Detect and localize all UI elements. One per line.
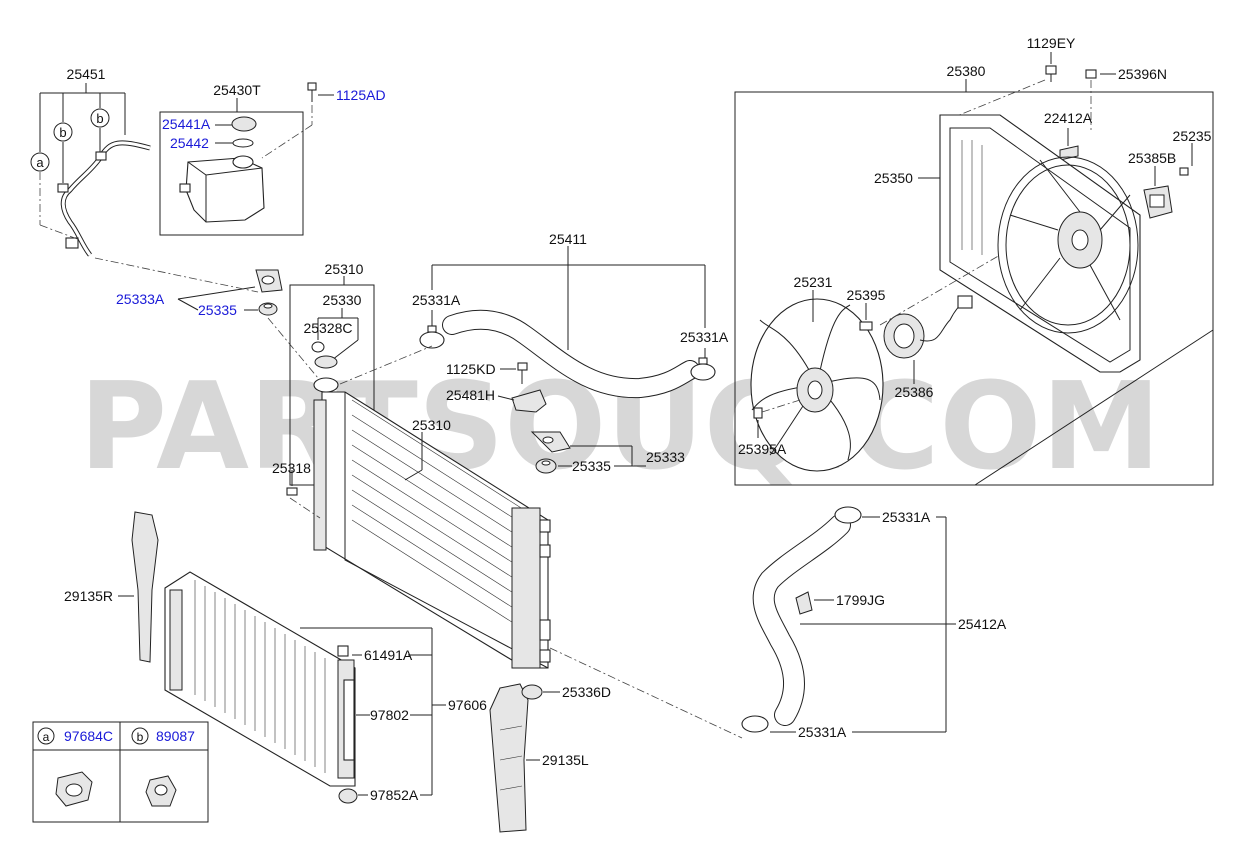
callout-a-marker: a <box>30 152 50 172</box>
clip-89087-icon <box>145 775 177 807</box>
hose-clamp-25331A-left[interactable] <box>419 325 445 349</box>
label-25331A-right[interactable]: 25331A <box>680 329 729 345</box>
bracket-61491A[interactable] <box>337 645 349 657</box>
label-25385B[interactable]: 25385B <box>1128 150 1176 166</box>
clip-1799JG[interactable] <box>795 591 813 615</box>
drain-plug-25318[interactable] <box>286 487 298 496</box>
screw-25235[interactable] <box>1179 167 1189 176</box>
label-25336D[interactable]: 25336D <box>562 684 611 700</box>
radiator-cap-25330[interactable] <box>314 355 338 369</box>
label-25318[interactable]: 25318 <box>272 460 311 476</box>
label-25396N[interactable]: 25396N <box>1118 66 1167 82</box>
label-25235[interactable]: 25235 <box>1173 128 1212 144</box>
callout-b-text-1: b <box>59 125 66 140</box>
label-25335-mid[interactable]: 25335 <box>572 458 611 474</box>
receiver-drier-97802[interactable] <box>343 679 355 761</box>
fan-shroud-25350[interactable] <box>939 114 1141 373</box>
clip-25396N[interactable] <box>1085 69 1097 79</box>
legend-a-part[interactable]: 97684C <box>64 728 113 744</box>
screw-25395A[interactable] <box>753 407 763 419</box>
label-29135L[interactable]: 29135L <box>542 752 589 768</box>
label-25395[interactable]: 25395 <box>847 287 886 303</box>
label-61491A[interactable]: 61491A <box>364 647 413 663</box>
label-25350[interactable]: 25350 <box>874 170 913 186</box>
label-25442[interactable]: 25442 <box>170 135 209 151</box>
bolt-1125AD[interactable] <box>307 82 317 102</box>
cap-seal-25442[interactable] <box>232 138 254 148</box>
label-25451[interactable]: 25451 <box>67 66 106 82</box>
label-25331A-low-top[interactable]: 25331A <box>882 509 931 525</box>
bracket-25481H[interactable] <box>511 389 547 413</box>
label-29135R[interactable]: 29135R <box>64 588 113 604</box>
reservoir-frame <box>159 111 304 236</box>
label-1125AD[interactable]: 1125AD <box>336 87 386 103</box>
hose-clamp-25331A-right[interactable] <box>690 357 716 381</box>
screw-25395[interactable] <box>859 321 873 331</box>
label-25441A[interactable]: 25441A <box>162 116 211 132</box>
reservoir-cap-25441A[interactable] <box>231 116 257 132</box>
air-guard-29135L[interactable] <box>489 683 529 833</box>
label-25380[interactable]: 25380 <box>947 63 986 79</box>
fan-blade-25231[interactable] <box>750 298 884 472</box>
insulator-25336D[interactable] <box>521 684 543 700</box>
label-25331A-left[interactable]: 25331A <box>412 292 461 308</box>
label-25310-top[interactable]: 25310 <box>325 261 364 277</box>
filler-neck <box>313 377 339 393</box>
hose-assembly-25451[interactable] <box>57 140 151 257</box>
label-97606[interactable]: 97606 <box>448 697 487 713</box>
callout-a-text: a <box>36 155 44 170</box>
bolt-1129EY[interactable] <box>1045 65 1057 82</box>
callout-b-text-2: b <box>96 111 103 126</box>
legend-table <box>32 721 209 823</box>
label-25412A[interactable]: 25412A <box>958 616 1007 632</box>
label-1799JG[interactable]: 1799JG <box>836 592 885 608</box>
radiator-25310[interactable] <box>313 391 551 669</box>
oring-25328C[interactable] <box>311 341 325 353</box>
label-25331A-low-bot[interactable]: 25331A <box>798 724 847 740</box>
upper-hose-25411[interactable] <box>442 309 700 399</box>
label-25330[interactable]: 25330 <box>323 292 362 308</box>
hose-clamp-25331A-low-top[interactable] <box>834 506 862 524</box>
callout-b-marker-1: b <box>53 122 73 142</box>
label-25395A[interactable]: 25395A <box>738 441 787 457</box>
insulator-25335-top[interactable] <box>258 302 278 316</box>
mount-97852A[interactable] <box>338 788 358 804</box>
label-25430T[interactable]: 25430T <box>213 82 261 98</box>
label-97802[interactable]: 97802 <box>370 707 409 723</box>
air-guard-29135R[interactable] <box>131 511 159 663</box>
label-25386[interactable]: 25386 <box>895 384 934 400</box>
legend-b-letter: b <box>137 730 144 744</box>
bracket-25333[interactable] <box>530 431 571 453</box>
callout-b-marker-2: b <box>90 108 110 128</box>
bolt-1125KD[interactable] <box>517 362 528 384</box>
insulator-25335-mid[interactable] <box>535 458 557 474</box>
label-25335-top[interactable]: 25335 <box>198 302 237 318</box>
leader-lines-25451 <box>39 83 126 241</box>
label-plate-22412A[interactable] <box>1059 145 1079 161</box>
label-25310-mid[interactable]: 25310 <box>412 417 451 433</box>
label-25231[interactable]: 25231 <box>794 274 833 290</box>
bracket-25333A[interactable] <box>255 269 283 293</box>
label-1129EY[interactable]: 1129EY <box>1027 35 1076 51</box>
label-25481H[interactable]: 25481H <box>446 387 495 403</box>
label-1125KD[interactable]: 1125KD <box>446 361 496 377</box>
coolant-reservoir-25430T[interactable] <box>179 155 265 223</box>
label-25328C[interactable]: 25328C <box>303 320 352 336</box>
label-25333[interactable]: 25333 <box>646 449 685 465</box>
hose-clamp-25331A-low-bot[interactable] <box>741 715 769 733</box>
label-25333A[interactable]: 25333A <box>116 291 165 307</box>
resistor-25385B[interactable] <box>1143 185 1173 219</box>
legend-b-part[interactable]: 89087 <box>156 728 195 744</box>
legend-a-letter: a <box>43 730 50 744</box>
fan-assembly-frame <box>734 91 1214 486</box>
lower-hose-25412A[interactable] <box>752 514 851 726</box>
fan-motor-25386[interactable] <box>883 295 973 359</box>
label-25411[interactable]: 25411 <box>549 231 587 247</box>
clip-97684C-icon <box>55 771 93 807</box>
label-22412A[interactable]: 22412A <box>1044 110 1093 126</box>
label-97852A[interactable]: 97852A <box>370 787 419 803</box>
